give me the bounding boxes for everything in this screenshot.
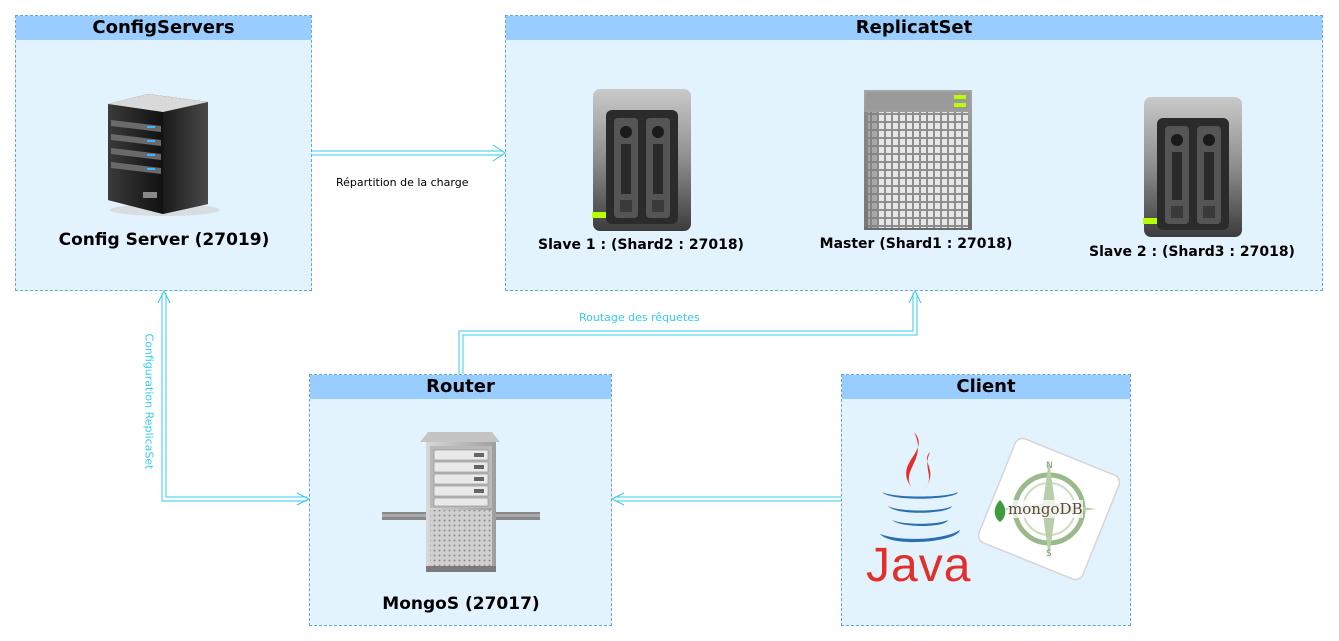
edge-label-load-balancing: Répartition de la charge [336, 176, 469, 189]
edge-replicaset-config [157, 289, 311, 506]
edge-label-replicaset-config: Configuration ReplicaSet [142, 333, 156, 470]
config-server-label: Config Server (27019) [58, 230, 270, 250]
group-config-servers-title: ConfigServers [16, 16, 311, 40]
mongodb-wordmark: mongoDB [1008, 500, 1083, 518]
mongos-server-icon [382, 432, 540, 572]
slave1-nas-icon [592, 89, 691, 231]
edge-client-router [610, 492, 841, 506]
mongos-label: MongoS (27017) [382, 594, 540, 614]
java-wordmark: Java [866, 539, 972, 592]
group-config-servers: ConfigServers [15, 15, 312, 291]
master-server-icon [864, 90, 972, 230]
svg-text:N: N [1046, 461, 1053, 471]
slave1-label: Slave 1 : (Shard2 : 27018) [538, 237, 744, 253]
edge-request-routing [458, 289, 922, 374]
group-replicaset-title: ReplicatSet [506, 16, 1322, 40]
mongodb-logo: N S mongoDB [976, 436, 1122, 582]
master-label: Master (Shard1 : 27018) [819, 236, 1013, 252]
svg-text:S: S [1046, 549, 1052, 559]
slave2-label: Slave 2 : (Shard3 : 27018) [1089, 244, 1295, 260]
config-server-icon [108, 94, 220, 216]
edge-load-balancing [312, 144, 506, 162]
slave2-nas-icon [1143, 97, 1242, 237]
java-logo: Java [862, 430, 970, 596]
group-client-title: Client [842, 375, 1130, 399]
group-router-title: Router [310, 375, 611, 399]
edge-label-request-routing: Routage des rêquetes [579, 311, 700, 324]
java-cup-icon [880, 432, 960, 543]
